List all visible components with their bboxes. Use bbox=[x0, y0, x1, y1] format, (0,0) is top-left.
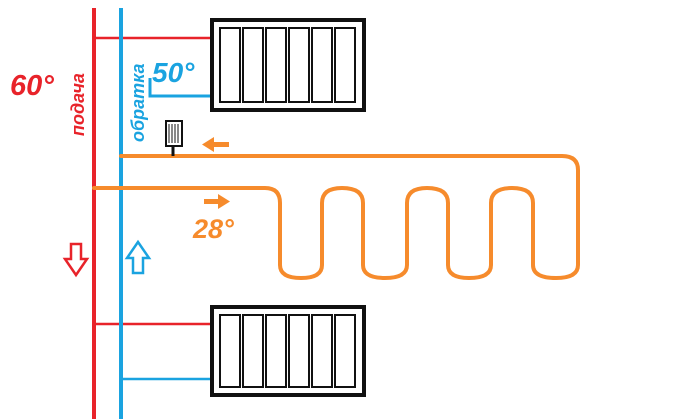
arrow-up-outline-icon bbox=[124, 239, 152, 275]
supply-pipe-label: подача bbox=[68, 73, 88, 136]
arrow-left-icon bbox=[202, 137, 229, 152]
return-pipe-label: обратка bbox=[128, 63, 148, 142]
floor-temp-label: 28° bbox=[192, 214, 234, 244]
underfloor-loop bbox=[92, 154, 580, 280]
radiator-bottom bbox=[210, 305, 366, 397]
supply-temp-label: 60° bbox=[10, 70, 54, 102]
arrow-down-outline-icon bbox=[62, 242, 90, 278]
return-temp-label: 50° bbox=[152, 57, 195, 88]
thermo-valve-icon bbox=[165, 120, 183, 156]
supply-pipe bbox=[92, 8, 212, 419]
arrow-right-icon bbox=[204, 194, 230, 209]
return-pipe bbox=[119, 8, 212, 419]
radiator-top bbox=[210, 18, 366, 112]
